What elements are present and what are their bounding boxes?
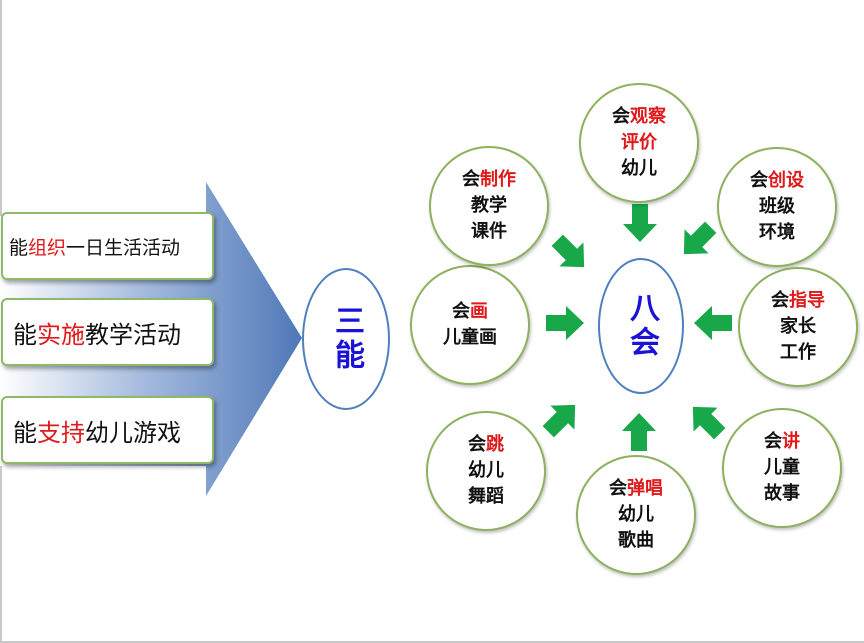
ability-text: 会 — [750, 170, 768, 191]
ability-text: 课件 — [471, 221, 507, 242]
ability-text: 观察 — [630, 106, 666, 127]
ability-text: 会 — [468, 434, 486, 455]
ability-text: 制作 — [480, 169, 516, 190]
center-eight-skills: 八会 — [598, 258, 684, 394]
ability-text: 工作 — [780, 342, 816, 363]
skill-rest: 一日生活活动 — [66, 236, 181, 259]
ability-text: 会 — [452, 301, 470, 322]
ability-text: 会 — [764, 431, 782, 452]
ability-text: 儿童画 — [443, 327, 497, 348]
ability-text: 舞蹈 — [468, 486, 504, 507]
skill-prefix: 能 — [13, 418, 37, 447]
skill-implement: 能实施教学活动 — [1, 298, 214, 366]
ability-text: 会 — [462, 169, 480, 190]
ability-text: 教学 — [471, 195, 507, 216]
ability-text: 歌曲 — [618, 530, 654, 551]
skill-prefix: 能 — [13, 320, 37, 349]
arrow-from-left — [546, 306, 584, 340]
skill-keyword: 组织 — [28, 236, 67, 259]
ability-text: 儿童 — [764, 457, 800, 478]
skill-keyword: 支持 — [37, 418, 85, 447]
arrow-from-top-right — [683, 221, 717, 255]
ability-text: 画 — [470, 301, 488, 322]
ability-text: 故事 — [764, 483, 800, 504]
ability-text: 评价 — [621, 132, 657, 153]
ability-observe: 会观察 评价 幼儿 — [579, 83, 699, 203]
skill-rest: 教学活动 — [85, 320, 181, 349]
ability-dance: 会跳 幼儿 舞蹈 — [426, 411, 546, 531]
arrow-from-top — [623, 204, 657, 242]
arrow-from-bottom — [622, 413, 656, 451]
arrow-from-bottom-left — [542, 404, 576, 438]
ability-text: 会 — [609, 478, 627, 499]
skill-rest: 幼儿游戏 — [85, 418, 181, 447]
skill-organize: 能组织一日生活活动 — [1, 212, 214, 280]
ability-text: 幼儿 — [468, 460, 504, 481]
arrow-from-bottom-right — [692, 406, 726, 440]
arrow-from-right — [694, 306, 732, 340]
ability-draw: 会画 儿童画 — [410, 265, 530, 385]
center-right-label: 八会 — [624, 292, 659, 360]
skill-keyword: 实施 — [37, 320, 85, 349]
ability-text: 创设 — [768, 170, 804, 191]
center-left-label: 三能 — [329, 305, 364, 373]
ability-play-sing: 会弹唱 幼儿 歌曲 — [576, 455, 696, 575]
ability-text: 指导 — [789, 290, 825, 311]
ability-make-courseware: 会制作 教学 课件 — [429, 146, 549, 266]
ability-guide-parents: 会指导 家长 工作 — [738, 267, 858, 387]
ability-text: 幼儿 — [618, 504, 654, 525]
center-three-abilities: 三能 — [302, 268, 390, 410]
ability-text: 跳 — [486, 434, 504, 455]
arrow-from-top-left — [551, 234, 585, 268]
ability-text: 会 — [612, 106, 630, 127]
ability-text: 讲 — [782, 431, 800, 452]
ability-create-environment: 会创设 班级 环境 — [717, 147, 837, 267]
skill-prefix: 能 — [9, 236, 29, 259]
ability-text: 家长 — [780, 316, 816, 337]
ability-text: 会 — [771, 290, 789, 311]
ability-text: 环境 — [759, 222, 795, 243]
skill-support: 能支持幼儿游戏 — [1, 396, 214, 464]
ability-text: 幼儿 — [621, 158, 657, 179]
ability-tell-stories: 会讲 儿童 故事 — [722, 408, 842, 528]
ability-text: 班级 — [759, 196, 795, 217]
ability-text: 弹唱 — [627, 478, 663, 499]
